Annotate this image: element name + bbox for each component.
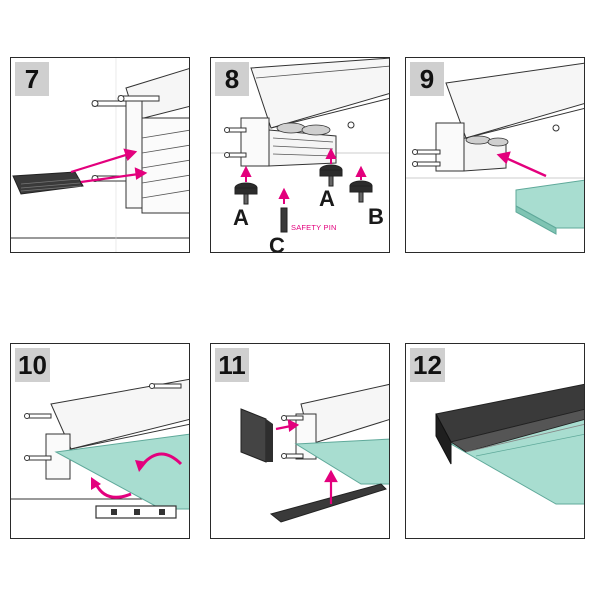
step-9-illustration bbox=[406, 62, 584, 235]
knob-label-a-right: A bbox=[319, 186, 335, 211]
step-12-panel: 12 bbox=[405, 343, 585, 539]
step-number-badge: 12 bbox=[410, 348, 445, 382]
step-number-badge: 10 bbox=[15, 348, 50, 382]
step-8-illustration bbox=[211, 58, 389, 233]
knob-label-b: B bbox=[368, 204, 384, 229]
step-7-illustration bbox=[11, 58, 189, 252]
step-number-badge: 11 bbox=[215, 348, 249, 382]
step-11-panel: 11 bbox=[210, 343, 390, 539]
step-12-illustration bbox=[435, 383, 584, 505]
step-7-panel: 7 bbox=[10, 57, 190, 253]
step-number-badge: 9 bbox=[410, 62, 444, 96]
pin-label-c: C bbox=[269, 233, 285, 253]
step-number-badge: 7 bbox=[15, 62, 49, 96]
step-number-badge: 8 bbox=[215, 62, 249, 96]
step-8-panel: 8 A A B C SAFETY PIN bbox=[210, 57, 390, 253]
step-11-illustration bbox=[240, 383, 389, 523]
step-9-panel: 9 bbox=[405, 57, 585, 253]
step-10-illustration bbox=[11, 378, 189, 519]
knob-label-a-left: A bbox=[233, 205, 249, 230]
step-10-panel: 10 bbox=[10, 343, 190, 539]
safety-pin-label: SAFETY PIN bbox=[291, 223, 337, 232]
